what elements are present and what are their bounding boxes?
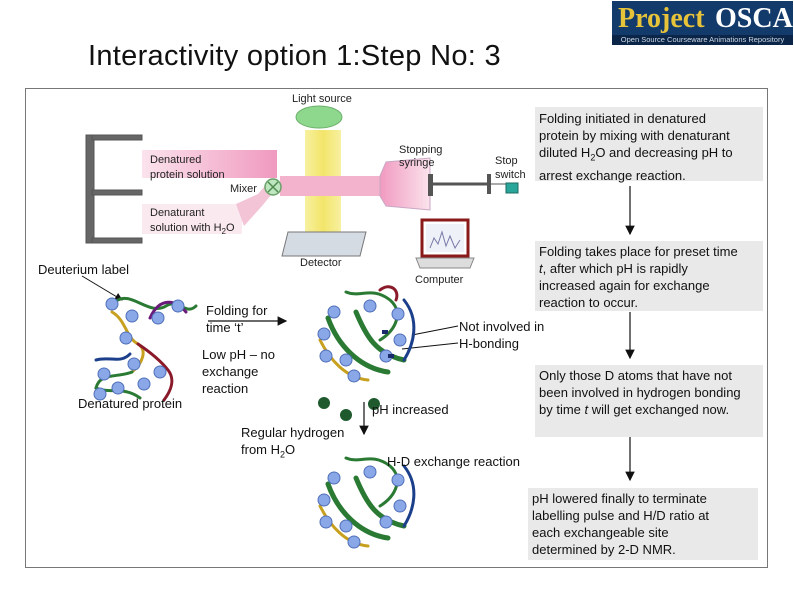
step-box-2: Folding takes place for preset time t, a… (535, 241, 763, 311)
folding-line1: Folding for (206, 303, 268, 318)
deuterium-atoms-denatured (93, 297, 185, 401)
step3-t: t (584, 402, 589, 417)
regular-hydrogen-line2: from H2O (241, 441, 344, 464)
outflow-channel (280, 176, 380, 196)
step2-t: t (539, 261, 543, 276)
step4-line1: pH lowered finally to terminate (532, 491, 707, 506)
step3-line3a: by time (539, 402, 585, 417)
logo-word-oscar: OSCAR (715, 3, 794, 34)
denatured-solution-line1: Denatured (150, 154, 202, 166)
step1-line1: Folding initiated in denatured (539, 111, 706, 126)
stop-switch-line2: switch (495, 169, 526, 181)
folding-line2: time ‘t’ (206, 320, 244, 335)
denatured-protein-solution-label: Denatured protein solution (150, 153, 225, 183)
step-box-1: Folding initiated in denatured protein b… (535, 107, 763, 183)
denaturant-line2: solution with H2O (150, 221, 235, 239)
denaturant-line2b: O (226, 222, 235, 234)
folded-protein-graphic (318, 285, 416, 382)
step4-line2: labelling pulse and H/D ratio at (532, 508, 710, 523)
low-ph-line2: exchange (202, 364, 259, 379)
deuterium-label-text: Deuterium label (38, 262, 130, 277)
low-ph-text: Low pH – no exchange reaction (202, 346, 275, 397)
step1-line4: arrest exchange reaction. (539, 167, 686, 183)
stop-switch-label: Stop switch (495, 154, 526, 182)
detector-plate (281, 231, 367, 257)
denaturant-line2a: solution with H (150, 222, 222, 234)
diagram-frame (25, 88, 768, 568)
hd-exchange-text: H-D exchange reaction (387, 454, 520, 469)
denatured-protein-barrel (142, 150, 277, 178)
hbond-pairs-folded (382, 330, 394, 358)
step2-line1: Folding takes place for preset time (539, 244, 738, 259)
step3-line3b: will get exchanged now. (588, 402, 730, 417)
step2-line2b: , after which pH is rapidly (542, 261, 688, 276)
step1-line3b: O and decreasing pH to (595, 145, 733, 160)
mixer-label: Mixer (230, 183, 257, 195)
step1-line2: protein by mixing with denaturant (539, 128, 730, 143)
hydrogen-atom (368, 398, 380, 410)
detector-label: Detector (300, 257, 342, 269)
not-involved-text: Not involved in H-bonding (459, 318, 544, 352)
regular-hydrogen-o: O (285, 442, 296, 457)
stopping-syringe-line1: Stopping (399, 144, 443, 156)
regular-hydrogen-line1: Regular hydrogen (241, 425, 345, 440)
project-oscar-logo: Project OSCAR Open Source Courseware Ani… (612, 1, 794, 45)
stopping-syringe (379, 157, 431, 211)
step2-line4: reaction to occur. (539, 295, 638, 310)
step-box-4: pH lowered finally to terminate labellin… (528, 488, 758, 560)
low-ph-line1: Low pH – no (202, 347, 275, 362)
slide-title: Interactivity option 1:Step No: 3 (88, 40, 501, 72)
light-source-lamp (295, 105, 343, 129)
step4-line4: determined by 2-D NMR. (532, 542, 676, 557)
denatured-solution-line2: protein solution (150, 169, 225, 181)
denaturant-barrel (142, 204, 242, 234)
regular-hydrogen-from: from H (241, 442, 280, 457)
computer-icon (415, 218, 475, 269)
stopping-syringe-line2: syringe (399, 157, 435, 169)
step3-line2: been involved in hydrogen bonding (539, 385, 741, 400)
denaturant-sub: 2 (221, 227, 226, 237)
deuterium-atoms-folded (317, 299, 407, 383)
deuterium-atoms-exchanged (317, 465, 407, 549)
stop-switch-button (505, 182, 519, 194)
ph-increased-text: pH increased (372, 402, 449, 417)
step1-line3a: diluted H (539, 145, 591, 160)
step3-line1: Only those D atoms that have not (539, 368, 732, 383)
denaturant-solution-label: Denaturant solution with H2O (150, 206, 235, 239)
step-box-3: Only those D atoms that have not been in… (535, 365, 763, 437)
step4-line3: each exchangeable site (532, 525, 669, 540)
light-source-label: Light source (292, 93, 352, 105)
step3-line3: by time t will get exchanged now. (539, 401, 759, 418)
step1-sub: 2 (590, 152, 596, 163)
hydrogen-atom (340, 409, 352, 421)
regular-hydrogen-text: Regular hydrogen from H2O (241, 424, 344, 464)
not-involved-line2: H-bonding (459, 336, 519, 351)
stopping-syringe-label: Stopping syringe (399, 144, 442, 170)
logo-tagline: Open Source Courseware Animations Reposi… (612, 35, 793, 45)
logo-word-project: Project (618, 3, 705, 34)
hydrogen-atom (318, 397, 330, 409)
stop-switch-line1: Stop (495, 155, 518, 167)
step2-line3: increased again for exchange (539, 278, 710, 293)
left-syringe-rig (85, 134, 143, 244)
not-involved-line1: Not involved in (459, 319, 545, 334)
low-ph-line3: reaction (202, 381, 249, 396)
step1-line3: diluted H2O and decreasing pH to (539, 144, 759, 167)
denatured-protein-text: Denatured protein (78, 396, 183, 411)
computer-label: Computer (415, 274, 464, 286)
exchanged-protein-graphic (318, 456, 416, 548)
step2-line2: t, after which pH is rapidly (539, 260, 759, 277)
regular-hydrogen-sub: 2 (280, 449, 286, 460)
denaturant-line1: Denaturant (150, 207, 205, 219)
folding-for-time-text: Folding for time ‘t’ (206, 302, 267, 336)
